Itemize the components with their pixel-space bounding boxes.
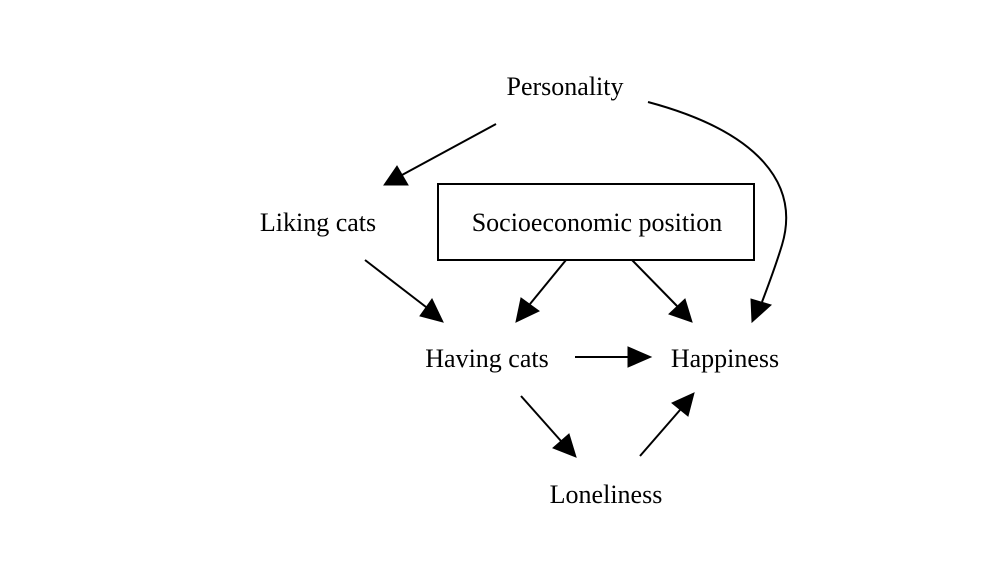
edge-loneliness-to-happiness xyxy=(639,392,695,457)
edge-personality-to-liking-cats xyxy=(383,123,497,186)
edge-having-cats-to-happiness xyxy=(575,346,653,368)
node-personality: Personality xyxy=(507,72,624,101)
edge-personality-to-happiness xyxy=(647,101,788,324)
edge-socioeconomic-to-having-cats xyxy=(515,259,567,323)
node-having-cats: Having cats xyxy=(425,344,548,373)
node-happiness: Happiness xyxy=(671,344,779,373)
node-loneliness: Loneliness xyxy=(550,480,663,509)
node-liking-cats: Liking cats xyxy=(260,208,376,237)
node-socioeconomic-position: Socioeconomic position xyxy=(472,208,723,237)
socioeconomic-position-box xyxy=(437,183,755,261)
edge-socioeconomic-to-happiness xyxy=(631,259,693,323)
edge-liking-cats-to-having-cats xyxy=(364,259,444,323)
edge-having-cats-to-loneliness xyxy=(520,395,577,458)
